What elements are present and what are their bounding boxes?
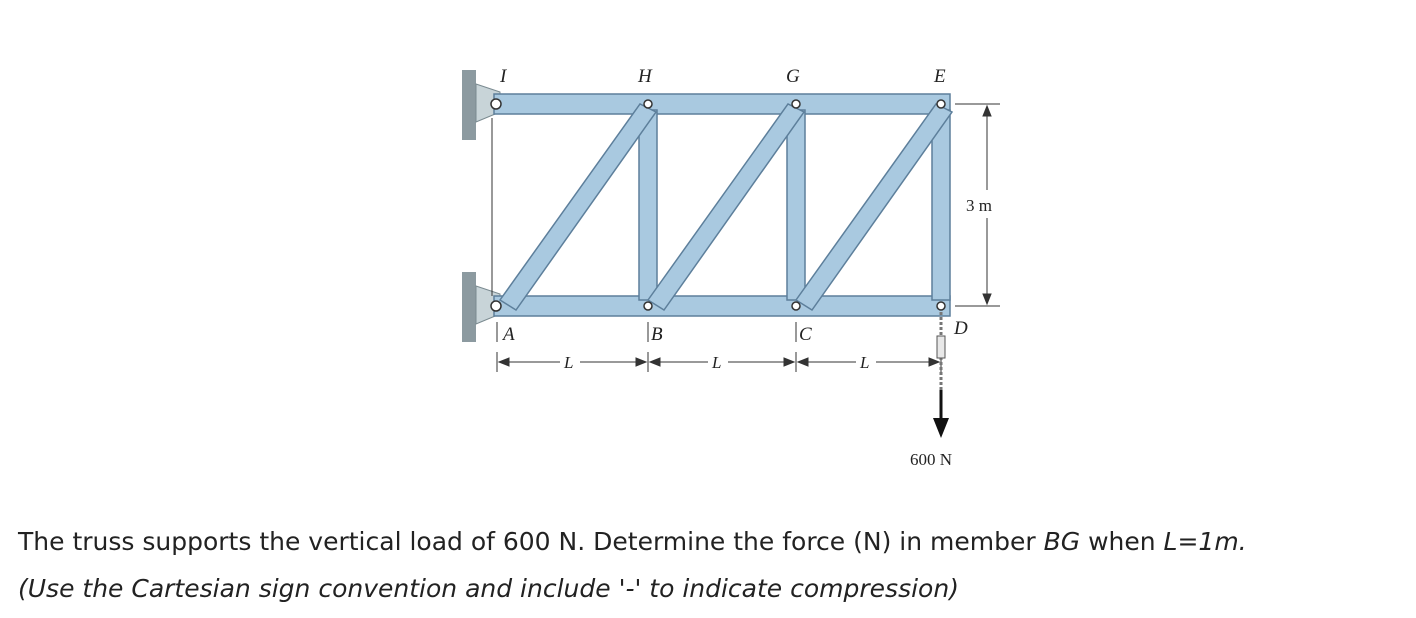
pin-I [490, 98, 502, 110]
load-chain [936, 312, 946, 390]
truss-diagram: I H G E A B C D 3 m L L [462, 66, 1000, 469]
label-B: B [651, 324, 663, 345]
member-BG [646, 103, 806, 312]
label-G: G [786, 66, 800, 87]
pin-E [936, 99, 946, 109]
label-H: H [637, 66, 653, 87]
span-label-1: L [563, 353, 573, 372]
pin-G [791, 99, 801, 109]
height-dimension [955, 103, 1000, 307]
member-ED [931, 109, 951, 301]
member-GC [786, 109, 806, 301]
pin-D [936, 301, 946, 311]
pin-A [490, 300, 502, 312]
pin-C [791, 301, 801, 311]
label-D: D [953, 318, 968, 339]
load-arrow [933, 390, 949, 438]
height-label: 3 m [966, 196, 992, 215]
member-AH [498, 103, 658, 312]
member-HB [638, 109, 658, 301]
pin-B [643, 301, 653, 311]
length-condition: L=1m. [1163, 527, 1247, 556]
question-line-1: The truss supports the vertical load of … [18, 527, 1247, 556]
label-A: A [501, 324, 515, 345]
member-AD [493, 295, 951, 317]
question-line-2: (Use the Cartesian sign convention and i… [18, 574, 959, 603]
load-label: 600 N [910, 450, 952, 469]
member-name: BG [1043, 527, 1081, 556]
label-E: E [933, 66, 946, 87]
pin-H [643, 99, 653, 109]
span-label-3: L [859, 353, 869, 372]
question-text: The truss supports the vertical load of … [18, 518, 1413, 612]
label-I: I [499, 66, 508, 87]
member-IE [493, 93, 951, 115]
member-CE [794, 103, 954, 312]
label-C: C [799, 324, 812, 345]
span-label-2: L [711, 353, 721, 372]
